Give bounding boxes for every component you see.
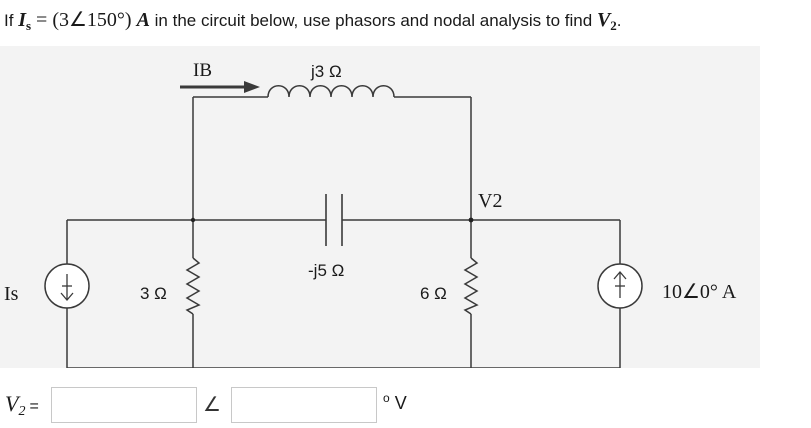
- current-source-right-icon: [597, 263, 643, 309]
- capacitor-symbol: [325, 194, 343, 246]
- resistor-3-ohm: [185, 257, 201, 315]
- angle-input[interactable]: [231, 387, 377, 423]
- capacitor-label: -j5 Ω: [308, 261, 344, 280]
- question-suffix: in the circuit below, use phasors and no…: [154, 11, 593, 30]
- answer-row: V2= ∠ o V: [0, 380, 811, 426]
- inductor-symbol: [267, 85, 395, 98]
- circuit-diagram: IB j3 Ω -j5 Ω 3 Ω 6 Ω V2 Is 10∠0° A: [0, 46, 760, 368]
- ib-label: IB: [193, 60, 212, 81]
- current-source-is-icon: [44, 263, 90, 309]
- ib-arrow-icon: [180, 81, 260, 93]
- resistor-3-label: 3 Ω: [140, 284, 167, 303]
- circuit-svg: IB j3 Ω -j5 Ω 3 Ω 6 Ω V2 Is 10∠0° A: [4, 60, 737, 368]
- question-text: If Is = (3∠150°) A in the circuit below,…: [4, 9, 622, 33]
- answer-unit: o V: [383, 391, 407, 413]
- node-dots: [190, 217, 474, 223]
- answer-label: V2=: [5, 391, 39, 419]
- right-source-label: 10∠0° A: [662, 281, 737, 303]
- resistor-6-ohm: [463, 257, 479, 315]
- is-expression: Is = (3∠150°) A: [18, 9, 150, 33]
- resistor-6-label: 6 Ω: [420, 284, 447, 303]
- v2-node-label: V2: [478, 190, 502, 212]
- is-source-label: Is: [4, 283, 19, 305]
- target-expression: V2: [596, 9, 617, 33]
- circuit-wires: [66, 96, 621, 368]
- magnitude-input[interactable]: [51, 387, 197, 423]
- question-prefix: If: [4, 11, 14, 30]
- angle-icon: ∠: [203, 394, 221, 416]
- inductor-label: j3 Ω: [310, 62, 342, 81]
